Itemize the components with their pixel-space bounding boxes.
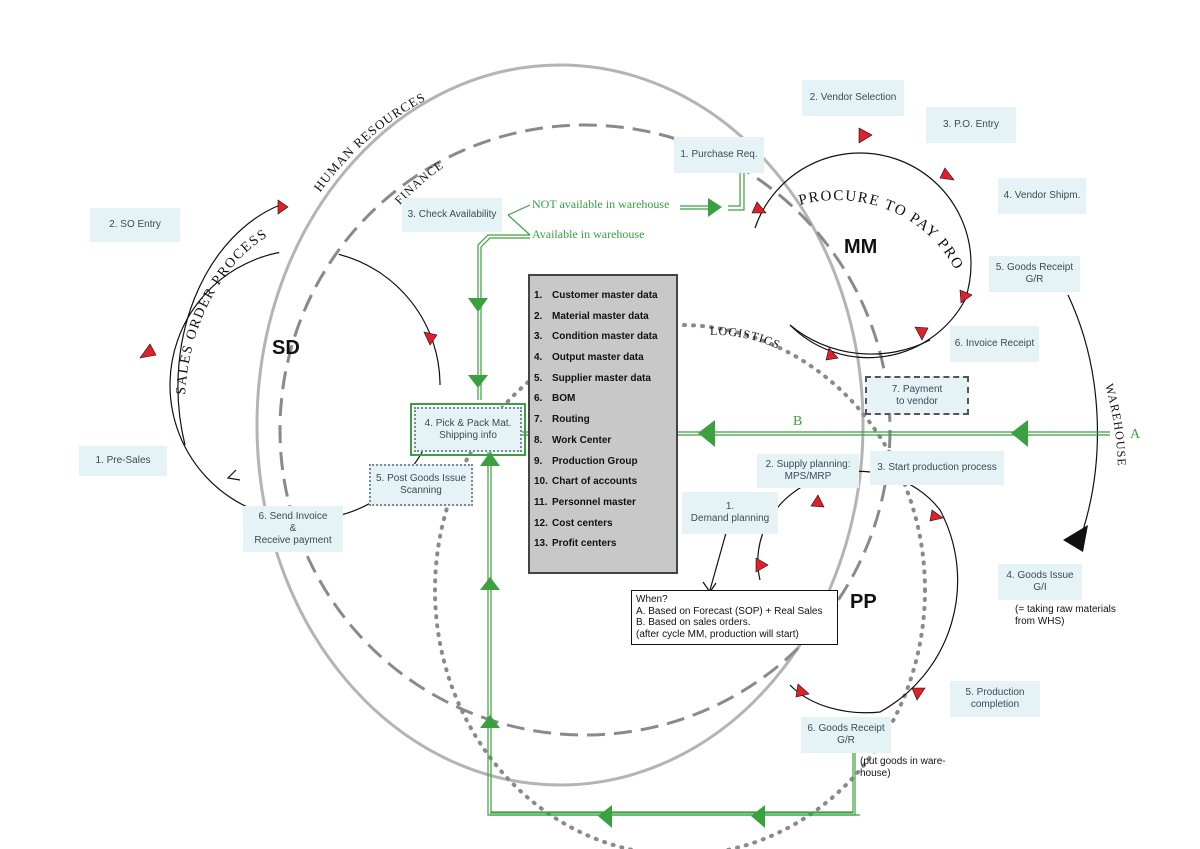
pp-step-start-production: 3. Start production process bbox=[870, 451, 1004, 485]
master-data-number: 3. bbox=[534, 331, 543, 343]
when-title: When? bbox=[636, 594, 668, 605]
master-data-item: 1. Customer master data bbox=[534, 290, 676, 311]
master-data-number: 13. bbox=[534, 538, 548, 550]
warehouse-arrowhead bbox=[1063, 525, 1088, 552]
master-data-number: 9. bbox=[534, 455, 543, 467]
mm-step-purchase-req: 1. Purchase Req. bbox=[674, 137, 764, 173]
master-data-number: 11. bbox=[534, 496, 548, 508]
sales-order-arc bbox=[177, 204, 281, 446]
master-data-number: 5. bbox=[534, 372, 543, 384]
master-data-label: Condition master data bbox=[552, 331, 658, 343]
pp-step-goods-issue: 4. Goods Issue G/I bbox=[998, 564, 1082, 600]
pp-step-demand-planning: 1. Demand planning bbox=[682, 492, 778, 534]
mm-step-payment: 7. Payment to vendor bbox=[865, 376, 969, 415]
mm-step-vendor-selection: 2. Vendor Selection bbox=[802, 80, 904, 116]
master-data-label: Supplier master data bbox=[552, 372, 651, 384]
mm-cycle bbox=[754, 152, 972, 359]
sd-step-pre-sales: 1. Pre-Sales bbox=[79, 446, 167, 476]
hr-circle bbox=[255, 63, 865, 787]
red-arrowheads bbox=[139, 127, 973, 701]
mm-step-vendor-shipm: 4. Vendor Shipm. bbox=[998, 178, 1086, 214]
master-data-number: 4. bbox=[534, 352, 543, 364]
sd-step-pick-pack: 4. Pick & Pack Mat. Shipping info bbox=[410, 403, 526, 456]
flow-label-a: A bbox=[1130, 427, 1141, 442]
pp-step-production-completion: 5. Production completion bbox=[950, 681, 1040, 717]
mm-step-po-entry: 3. P.O. Entry bbox=[926, 107, 1016, 143]
svg-text:LOGISTICS: LOGISTICS bbox=[710, 324, 783, 352]
demand-arrow bbox=[709, 532, 727, 591]
master-data-label: BOM bbox=[552, 393, 576, 405]
when-line-a: A. Based on Forecast (SOP) + Real Sales bbox=[636, 605, 823, 617]
pp-goods-issue-note: (= taking raw materials from WHS) bbox=[1015, 604, 1116, 627]
master-data-label: Cost centers bbox=[552, 517, 613, 529]
mm-step-invoice-receipt: 6. Invoice Receipt bbox=[950, 326, 1039, 362]
master-data-item: 2. Material master data bbox=[534, 311, 676, 332]
master-data-label: Material master data bbox=[552, 310, 649, 322]
master-data-number: 10. bbox=[534, 476, 548, 488]
master-data-label: Work Center bbox=[552, 434, 612, 446]
sd-arrowhead-bottom bbox=[226, 469, 241, 481]
master-data-label: Chart of accounts bbox=[552, 476, 638, 488]
sd-module-label: SD bbox=[272, 337, 300, 359]
warehouse-label: WAREHOUSE bbox=[1102, 382, 1128, 467]
master-data-label: Production Group bbox=[552, 455, 638, 467]
available-label: Available in warehouse bbox=[532, 227, 644, 241]
master-data-list: 1. Customer master data 2. Material master … bbox=[530, 276, 676, 559]
mm-cycle-bottom bbox=[789, 324, 931, 355]
master-data-label: Profit centers bbox=[552, 538, 617, 550]
when-box: When? A. Based on Forecast (SOP) + Real … bbox=[631, 590, 838, 645]
svg-text:WAREHOUSE: WAREHOUSE bbox=[1102, 382, 1129, 467]
master-data-item: 6. BOM bbox=[534, 393, 676, 414]
pp-step-supply-planning: 2. Supply planning: MPS/MRP bbox=[757, 454, 859, 488]
logistics-circle bbox=[433, 323, 927, 849]
master-data-item: 12. Cost centers bbox=[534, 518, 676, 539]
mm-step-goods-receipt: 5. Goods Receipt G/R bbox=[989, 256, 1080, 292]
master-data-item: 10. Chart of accounts bbox=[534, 476, 676, 497]
master-data-number: 12. bbox=[534, 517, 548, 529]
master-data-number: 2. bbox=[534, 310, 543, 322]
finance-circle bbox=[278, 123, 892, 737]
warehouse-arc bbox=[1067, 294, 1099, 546]
sd-step-send-invoice: 6. Send Invoice & Receive payment bbox=[243, 506, 343, 552]
sales-order-process-label: SALES ORDER PROCESS bbox=[174, 226, 269, 395]
not-available-label: NOT available in warehouse bbox=[532, 197, 669, 211]
logistics-label: LOGISTICS bbox=[710, 324, 782, 352]
sd-step-post-goods-issue: 5. Post Goods Issue Scanning bbox=[369, 464, 473, 506]
pp-goods-receipt-note: (put goods in ware- house) bbox=[860, 756, 946, 779]
master-data-item: 3. Condition master data bbox=[534, 331, 676, 352]
master-data-number: 1. bbox=[534, 290, 543, 301]
master-data-item: 9. Production Group bbox=[534, 456, 676, 477]
master-data-label: Output master data bbox=[552, 352, 644, 364]
master-data-number: 8. bbox=[534, 434, 543, 446]
master-data-number: 6. bbox=[534, 393, 543, 405]
master-data-item: 11. Personnel master bbox=[534, 497, 676, 518]
master-data-number: 7. bbox=[534, 414, 543, 426]
master-data-label: Routing bbox=[552, 414, 590, 426]
pp-module-label: PP bbox=[850, 591, 877, 613]
master-data-item: 7. Routing bbox=[534, 414, 676, 435]
sd-step-so-entry: 2. SO Entry bbox=[90, 208, 180, 242]
when-line-c: (after cycle MM, production will start) bbox=[636, 628, 799, 640]
mm-module-label: MM bbox=[844, 236, 878, 258]
pp-cycle bbox=[757, 470, 959, 714]
master-data-item: 5. Supplier master data bbox=[534, 373, 676, 394]
master-data-item: 13. Profit centers bbox=[534, 538, 676, 559]
pick-pack-text: 4. Pick & Pack Mat. Shipping info bbox=[414, 407, 522, 452]
flow-label-b: B bbox=[793, 414, 802, 429]
master-data-item: 4. Output master data bbox=[534, 352, 676, 373]
svg-text:SALES ORDER PROCESS: SALES ORDER PROCESS bbox=[174, 226, 271, 395]
green-arrowheads bbox=[468, 198, 1028, 828]
when-line-b: B. Based on sales orders. bbox=[636, 617, 751, 628]
master-data-item: 8. Work Center bbox=[534, 435, 676, 456]
master-data-label: Personnel master bbox=[552, 496, 636, 508]
master-data-panel: 1. Customer master data 2. Material master … bbox=[528, 274, 678, 574]
master-data-label: Customer master data bbox=[552, 290, 658, 301]
sd-step-check-availability: 3. Check Availability bbox=[402, 198, 502, 232]
pp-step-goods-receipt: 6. Goods Receipt G/R bbox=[801, 717, 891, 753]
